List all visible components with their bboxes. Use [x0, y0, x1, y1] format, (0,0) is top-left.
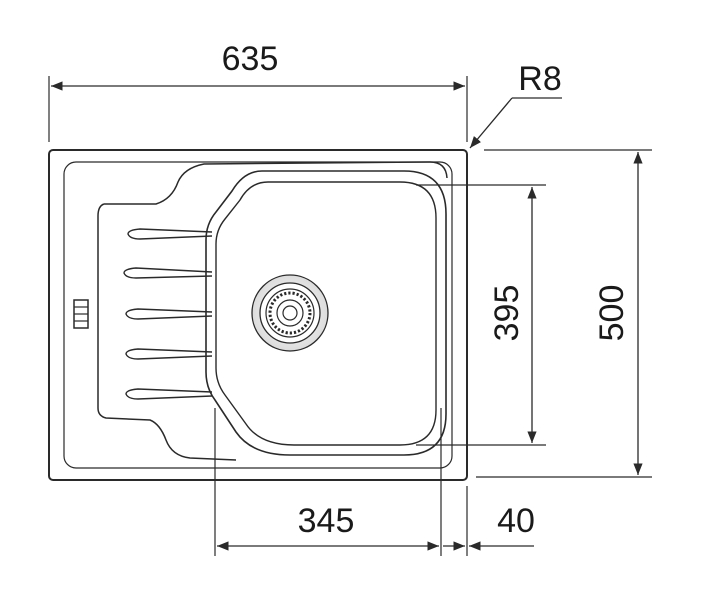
label-overall-depth: 500 — [593, 285, 631, 342]
drainer-area — [73, 161, 448, 461]
drainer-ribs — [123, 228, 213, 400]
drain-icon — [251, 274, 329, 352]
label-overall-width: 635 — [222, 40, 279, 78]
dimension-overall-depth: 500 — [476, 149, 652, 478]
label-corner-radius: R8 — [518, 60, 561, 98]
dimension-bowl-depth: 395 — [416, 184, 546, 446]
dimension-overall-width: 635 — [48, 40, 468, 142]
label-bowl-width: 345 — [298, 502, 355, 540]
bowl — [205, 170, 447, 456]
dimension-bowl-width: 345 — [214, 408, 442, 556]
dimension-edge-offset: 40 — [443, 486, 535, 556]
sink-outline — [48, 149, 468, 481]
overflow-slot — [73, 299, 89, 329]
label-edge-offset: 40 — [497, 502, 535, 540]
label-bowl-depth: 395 — [488, 285, 526, 342]
dimension-corner-radius: R8 — [469, 60, 562, 149]
